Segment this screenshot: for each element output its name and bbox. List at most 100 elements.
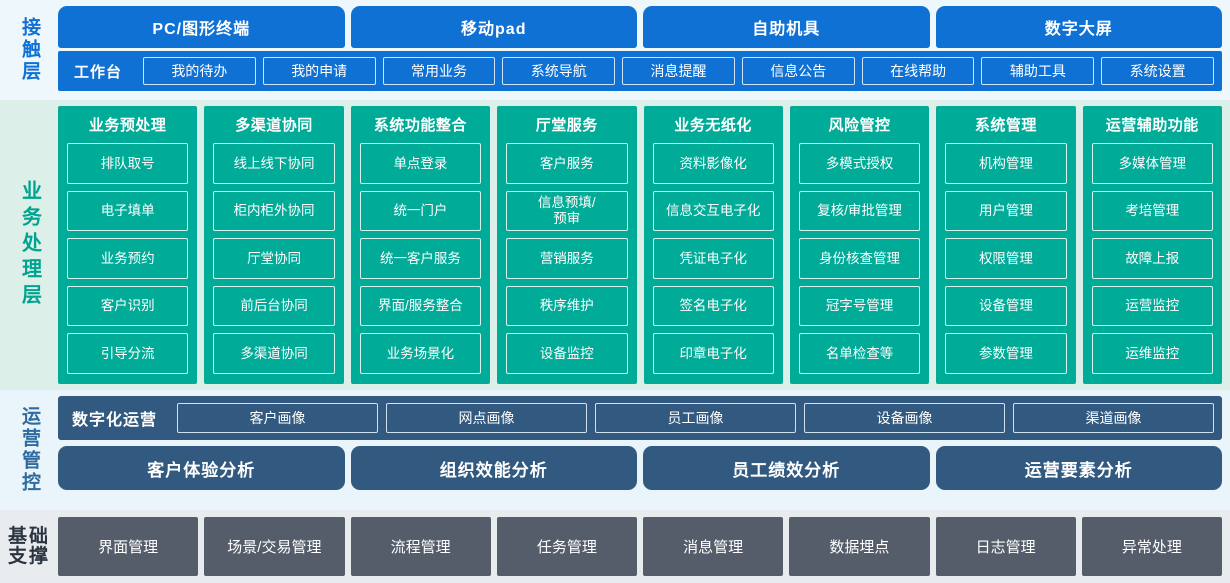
contact-layer-label: 接触层 (0, 6, 58, 94)
portrait-customer[interactable]: 客户画像 (177, 403, 379, 433)
business-column-title: 运营辅助功能 (1105, 117, 1199, 134)
business-item[interactable]: 单点登录 (359, 143, 482, 184)
operation-layer-band: 运营管控 数字化运营 客户画像 网点画像 员工画像 设备画像 渠道画像 客户体验… (0, 390, 1230, 510)
business-item[interactable]: 统一客户服务 (359, 238, 482, 279)
business-columns: 业务预处理 排队取号 电子填单 业务预约 客户识别 引导分流 多渠道协同 线上线… (58, 106, 1222, 384)
workbench-item-common-business[interactable]: 常用业务 (382, 57, 496, 85)
business-item[interactable]: 统一门户 (359, 190, 482, 232)
base-layer-label: 基础支撑 (0, 517, 58, 576)
base-layer-label-text: 基础支撑 (7, 525, 50, 567)
business-item[interactable]: 权限管理 (945, 238, 1067, 279)
channel-row: PC/图形终端 移动pad 自助机具 数字大屏 (58, 6, 1222, 48)
operation-layer-body: 数字化运营 客户画像 网点画像 员工画像 设备画像 渠道画像 客户体验分析 组织… (58, 396, 1222, 504)
business-item[interactable]: 签名电子化 (652, 285, 774, 327)
workbench-item-settings[interactable]: 系统设置 (1101, 57, 1215, 85)
analysis-organization-efficiency[interactable]: 组织效能分析 (350, 446, 637, 490)
business-item[interactable]: 界面/服务整合 (359, 285, 482, 327)
business-column-multichannel: 多渠道协同 线上线下协同 柜内柜外协同 厅堂协同 前后台协同 多渠道协同 (204, 106, 344, 384)
portrait-employee[interactable]: 员工画像 (595, 403, 797, 433)
channel-box-pc[interactable]: PC/图形终端 (58, 6, 345, 48)
business-item[interactable]: 凭证电子化 (652, 238, 774, 279)
business-item[interactable]: 客户服务 (506, 143, 628, 184)
business-item[interactable]: 前后台协同 (213, 285, 335, 327)
workbench-item-online-help[interactable]: 在线帮助 (861, 57, 975, 85)
business-item[interactable]: 多媒体管理 (1091, 143, 1213, 184)
workbench-row: 工作台 我的待办 我的申请 常用业务 系统导航 消息提醒 信息公告 在线帮助 辅… (58, 51, 1222, 91)
base-item-log-management[interactable]: 日志管理 (935, 517, 1076, 576)
business-item[interactable]: 多模式授权 (798, 143, 921, 184)
channel-box-digital-screen[interactable]: 数字大屏 (935, 6, 1222, 48)
workbench-item-tools[interactable]: 辅助工具 (981, 57, 1095, 85)
business-item[interactable]: 多渠道协同 (213, 333, 335, 374)
business-item[interactable]: 线上线下协同 (213, 143, 335, 184)
base-item-process-management[interactable]: 流程管理 (350, 517, 491, 576)
business-item[interactable]: 印章电子化 (652, 333, 774, 374)
workbench-item-applications[interactable]: 我的申请 (262, 57, 376, 85)
business-column-preprocessing: 业务预处理 排队取号 电子填单 业务预约 客户识别 引导分流 (58, 106, 198, 384)
portrait-branch[interactable]: 网点画像 (386, 403, 588, 433)
analysis-customer-experience[interactable]: 客户体验分析 (58, 446, 345, 490)
business-item[interactable]: 信息预填/ 预审 (506, 190, 628, 232)
analysis-employee-performance[interactable]: 员工绩效分析 (643, 446, 930, 490)
business-column-risk-control: 风险管控 多模式授权 复核/审批管理 身份核查管理 冠字号管理 名单检查等 (789, 106, 930, 384)
business-layer-label: 业务处理层 (0, 106, 58, 384)
business-item[interactable]: 名单检查等 (798, 333, 921, 374)
workbench-item-announcement[interactable]: 信息公告 (741, 57, 855, 85)
analysis-row: 客户体验分析 组织效能分析 员工绩效分析 运营要素分析 (58, 446, 1222, 490)
digital-operation-row: 数字化运营 客户画像 网点画像 员工画像 设备画像 渠道画像 (58, 396, 1222, 440)
business-item[interactable]: 资料影像化 (652, 143, 774, 184)
business-column-title: 厅堂服务 (535, 117, 598, 134)
business-layer-body: 业务预处理 排队取号 电子填单 业务预约 客户识别 引导分流 多渠道协同 线上线… (58, 106, 1222, 384)
workbench-item-todo[interactable]: 我的待办 (143, 57, 256, 85)
business-item[interactable]: 考培管理 (1091, 190, 1213, 232)
business-item[interactable]: 业务预约 (67, 238, 189, 279)
business-layer-label-text: 业务处理层 (18, 180, 41, 310)
business-item[interactable]: 运营监控 (1091, 285, 1213, 327)
workbench-item-system-nav[interactable]: 系统导航 (502, 57, 616, 85)
business-item[interactable]: 设备监控 (506, 333, 628, 374)
contact-layer-band: 接触层 PC/图形终端 移动pad 自助机具 数字大屏 工作台 我的待办 我的申… (0, 0, 1230, 100)
base-item-exception-handling[interactable]: 异常处理 (1081, 517, 1222, 576)
business-item[interactable]: 机构管理 (945, 143, 1067, 184)
business-item[interactable]: 引导分流 (67, 333, 189, 374)
channel-box-self-service[interactable]: 自助机具 (643, 6, 930, 48)
base-item-scene-transaction-management[interactable]: 场景/交易管理 (204, 517, 345, 576)
business-item[interactable]: 营销服务 (506, 238, 628, 279)
operation-layer-label-text: 运营管控 (18, 406, 40, 494)
business-item[interactable]: 柜内柜外协同 (213, 190, 335, 232)
business-column-title: 业务预处理 (88, 117, 167, 134)
business-item[interactable]: 信息交互电子化 (652, 190, 774, 232)
base-item-ui-management[interactable]: 界面管理 (58, 517, 199, 576)
business-item[interactable]: 厅堂协同 (213, 238, 335, 279)
business-layer-band: 业务处理层 业务预处理 排队取号 电子填单 业务预约 客户识别 引导分流 多渠道… (0, 100, 1230, 390)
business-column-title: 系统功能整合 (373, 117, 467, 134)
business-item[interactable]: 故障上报 (1091, 238, 1213, 279)
business-column-system-integration: 系统功能整合 单点登录 统一门户 统一客户服务 界面/服务整合 业务场景化 (350, 106, 491, 384)
business-item[interactable]: 运维监控 (1091, 333, 1213, 374)
digital-operation-title: 数字化运营 (72, 412, 158, 429)
operation-layer-label: 运营管控 (0, 396, 58, 504)
business-item[interactable]: 设备管理 (945, 285, 1067, 327)
workbench-item-message-alert[interactable]: 消息提醒 (622, 57, 735, 85)
business-item[interactable]: 参数管理 (945, 333, 1067, 374)
base-item-data-tracking[interactable]: 数据埋点 (789, 517, 930, 576)
base-item-message-management[interactable]: 消息管理 (643, 517, 784, 576)
portrait-channel[interactable]: 渠道画像 (1013, 403, 1215, 433)
base-item-task-management[interactable]: 任务管理 (496, 517, 637, 576)
business-column-title: 多渠道协同 (235, 117, 313, 134)
analysis-operation-elements[interactable]: 运营要素分析 (935, 446, 1222, 490)
business-item[interactable]: 客户识别 (67, 285, 189, 327)
business-item[interactable]: 电子填单 (67, 190, 189, 232)
business-item[interactable]: 冠字号管理 (798, 285, 921, 327)
business-item[interactable]: 业务场景化 (359, 333, 482, 374)
channel-box-pad[interactable]: 移动pad (350, 6, 637, 48)
workbench-title: 工作台 (74, 63, 123, 81)
business-item[interactable]: 排队取号 (67, 143, 189, 184)
portrait-device[interactable]: 设备画像 (804, 403, 1006, 433)
business-column-lobby-service: 厅堂服务 客户服务 信息预填/ 预审 营销服务 秩序维护 设备监控 (497, 106, 637, 384)
business-item[interactable]: 身份核查管理 (798, 238, 921, 279)
business-item[interactable]: 用户管理 (945, 190, 1067, 232)
business-item[interactable]: 秩序维护 (506, 285, 628, 327)
business-column-system-management: 系统管理 机构管理 用户管理 权限管理 设备管理 参数管理 (936, 106, 1076, 384)
business-item[interactable]: 复核/审批管理 (798, 190, 921, 232)
